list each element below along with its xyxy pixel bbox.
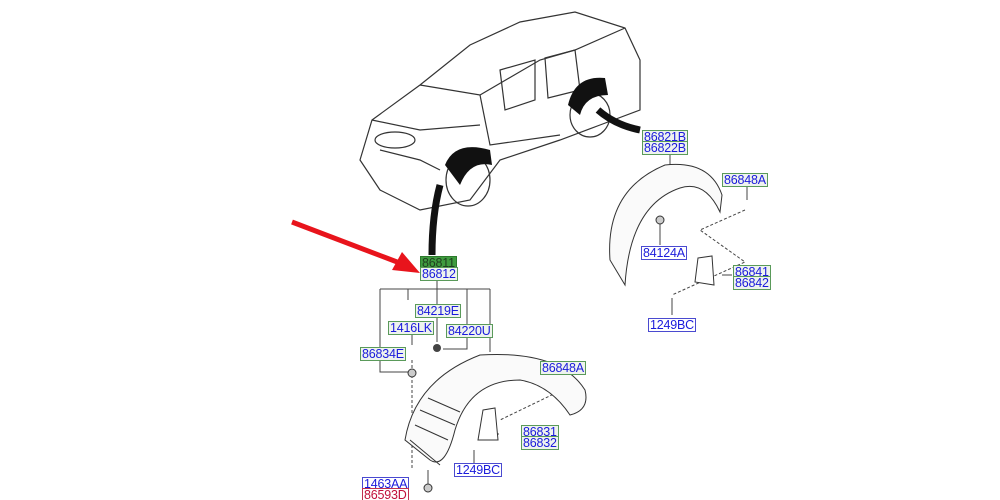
front-nut [433, 344, 441, 352]
rear-leader [595, 107, 641, 134]
front-screw [423, 483, 433, 493]
part-label-86848A-front[interactable]: 86848A [540, 361, 586, 375]
front-wheel-liner [404, 353, 587, 466]
rear-wheel-liner [609, 163, 723, 287]
front-mud-guard [477, 407, 499, 441]
part-label-86593D[interactable]: 86593D [362, 488, 409, 500]
part-label-86842[interactable]: 86842 [733, 276, 771, 290]
part-label-86848A-rear[interactable]: 86848A [722, 173, 768, 187]
front-leader [428, 184, 444, 256]
part-label-1249BC-rear[interactable]: 1249BC [648, 318, 696, 332]
rear-callout-lines [659, 150, 748, 315]
part-label-1249BC-front[interactable]: 1249BC [454, 463, 502, 477]
part-label-84220U[interactable]: 84220U [446, 324, 493, 338]
front-clip [407, 368, 417, 378]
part-label-86811[interactable]: 86811 [420, 256, 457, 270]
part-label-86831[interactable]: 86831 [521, 425, 559, 439]
part-label-86834E[interactable]: 86834E [360, 347, 406, 361]
part-label-84124A[interactable]: 84124A [641, 246, 687, 260]
part-label-86832[interactable]: 86832 [521, 436, 559, 450]
rear-mud-guard [694, 255, 715, 286]
part-label-86841[interactable]: 86841 [733, 265, 771, 279]
part-label-86821B[interactable]: 86821B [642, 130, 688, 144]
rear-wheel-arch-highlight [568, 77, 608, 115]
part-label-84219E[interactable]: 84219E [415, 304, 461, 318]
part-label-86812[interactable]: 86812 [420, 267, 458, 281]
part-label-86822B[interactable]: 86822B [642, 141, 688, 155]
front-wheel-arch-highlight [445, 147, 492, 185]
red-arrow-indicator [291, 219, 420, 273]
rear-nut [655, 215, 665, 225]
part-label-1416LK[interactable]: 1416LK [388, 321, 434, 335]
